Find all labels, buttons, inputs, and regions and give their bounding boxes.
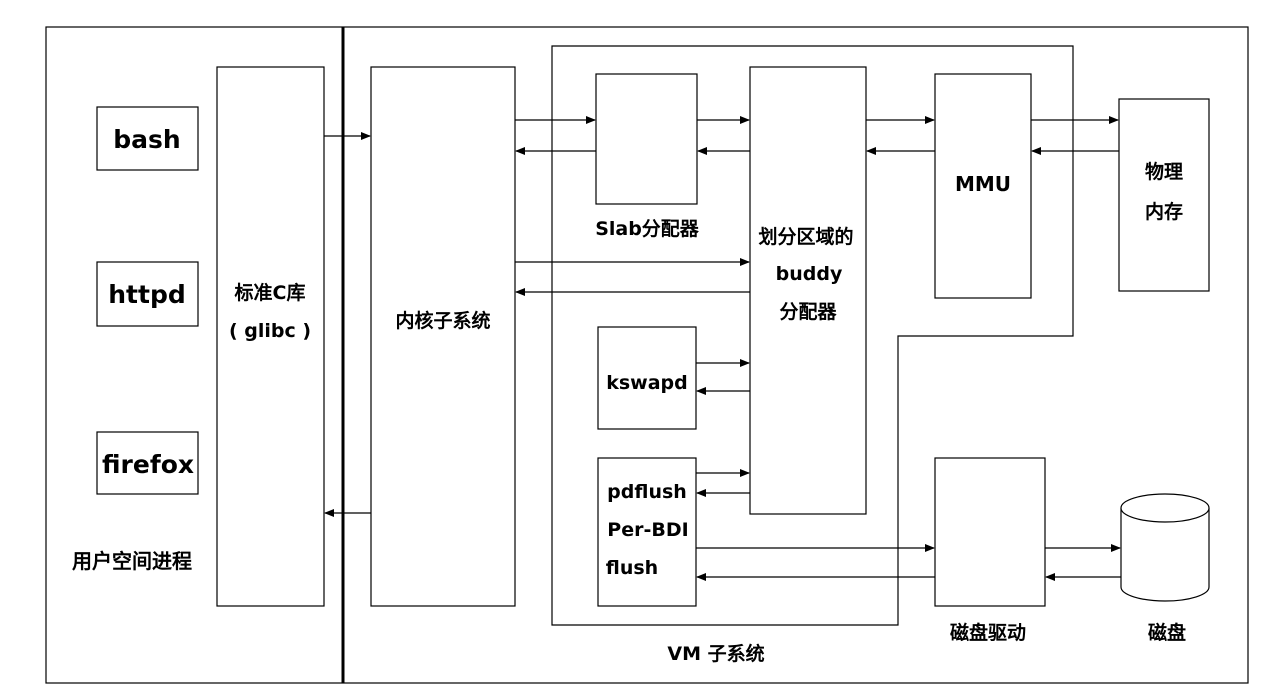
process-box-firefox	[96, 431, 199, 495]
flush-label-2: Per-BDI	[607, 519, 688, 541]
flush-box	[597, 457, 697, 607]
process-bash: bash	[113, 125, 180, 154]
process-httpd: httpd	[108, 280, 186, 309]
libc-label: 标准C库	[235, 281, 306, 304]
mmu-box	[934, 73, 1032, 299]
buddy-allocator-label-2: buddy	[776, 263, 843, 285]
flush-label-1: pdflush	[607, 481, 687, 503]
process-firefox: firefox	[102, 450, 194, 479]
mmu-label: MMU	[955, 172, 1011, 196]
buddy-allocator-label-1: 划分区域的	[758, 225, 853, 248]
disk-cylinder	[1120, 493, 1210, 602]
buddy-allocator-label-3: 分配器	[779, 301, 837, 323]
user-space-label: 用户空间进程	[72, 549, 192, 573]
physical-memory-label-2: 内存	[1145, 200, 1183, 223]
buddy-allocator-box	[749, 66, 867, 515]
vm-subsystem-label: VM 子系统	[667, 642, 764, 665]
process-box-httpd	[96, 261, 199, 327]
libc-box	[216, 66, 325, 607]
slab-allocator-label: Slab分配器	[595, 218, 700, 240]
process-box-bash	[96, 106, 199, 171]
disk-driver-label: 磁盘驱动	[950, 621, 1026, 644]
physical-memory-box	[1118, 98, 1210, 292]
kernel-subsystem-label: 内核子系统	[395, 309, 490, 332]
vm-subsystem-boundary	[551, 45, 1074, 626]
kswapd-label: kswapd	[606, 372, 688, 394]
slab-allocator-box	[595, 73, 698, 205]
disk-label: 磁盘	[1148, 621, 1186, 644]
physical-memory-label-1: 物理	[1145, 160, 1183, 183]
kswapd-box	[597, 326, 697, 430]
kernel-subsystem-box	[370, 66, 516, 607]
libc-sublabel: ( glibc )	[229, 320, 311, 342]
flush-label-3: flush	[606, 557, 658, 579]
disk-driver-box	[934, 457, 1046, 607]
outer-frame	[45, 26, 1249, 684]
